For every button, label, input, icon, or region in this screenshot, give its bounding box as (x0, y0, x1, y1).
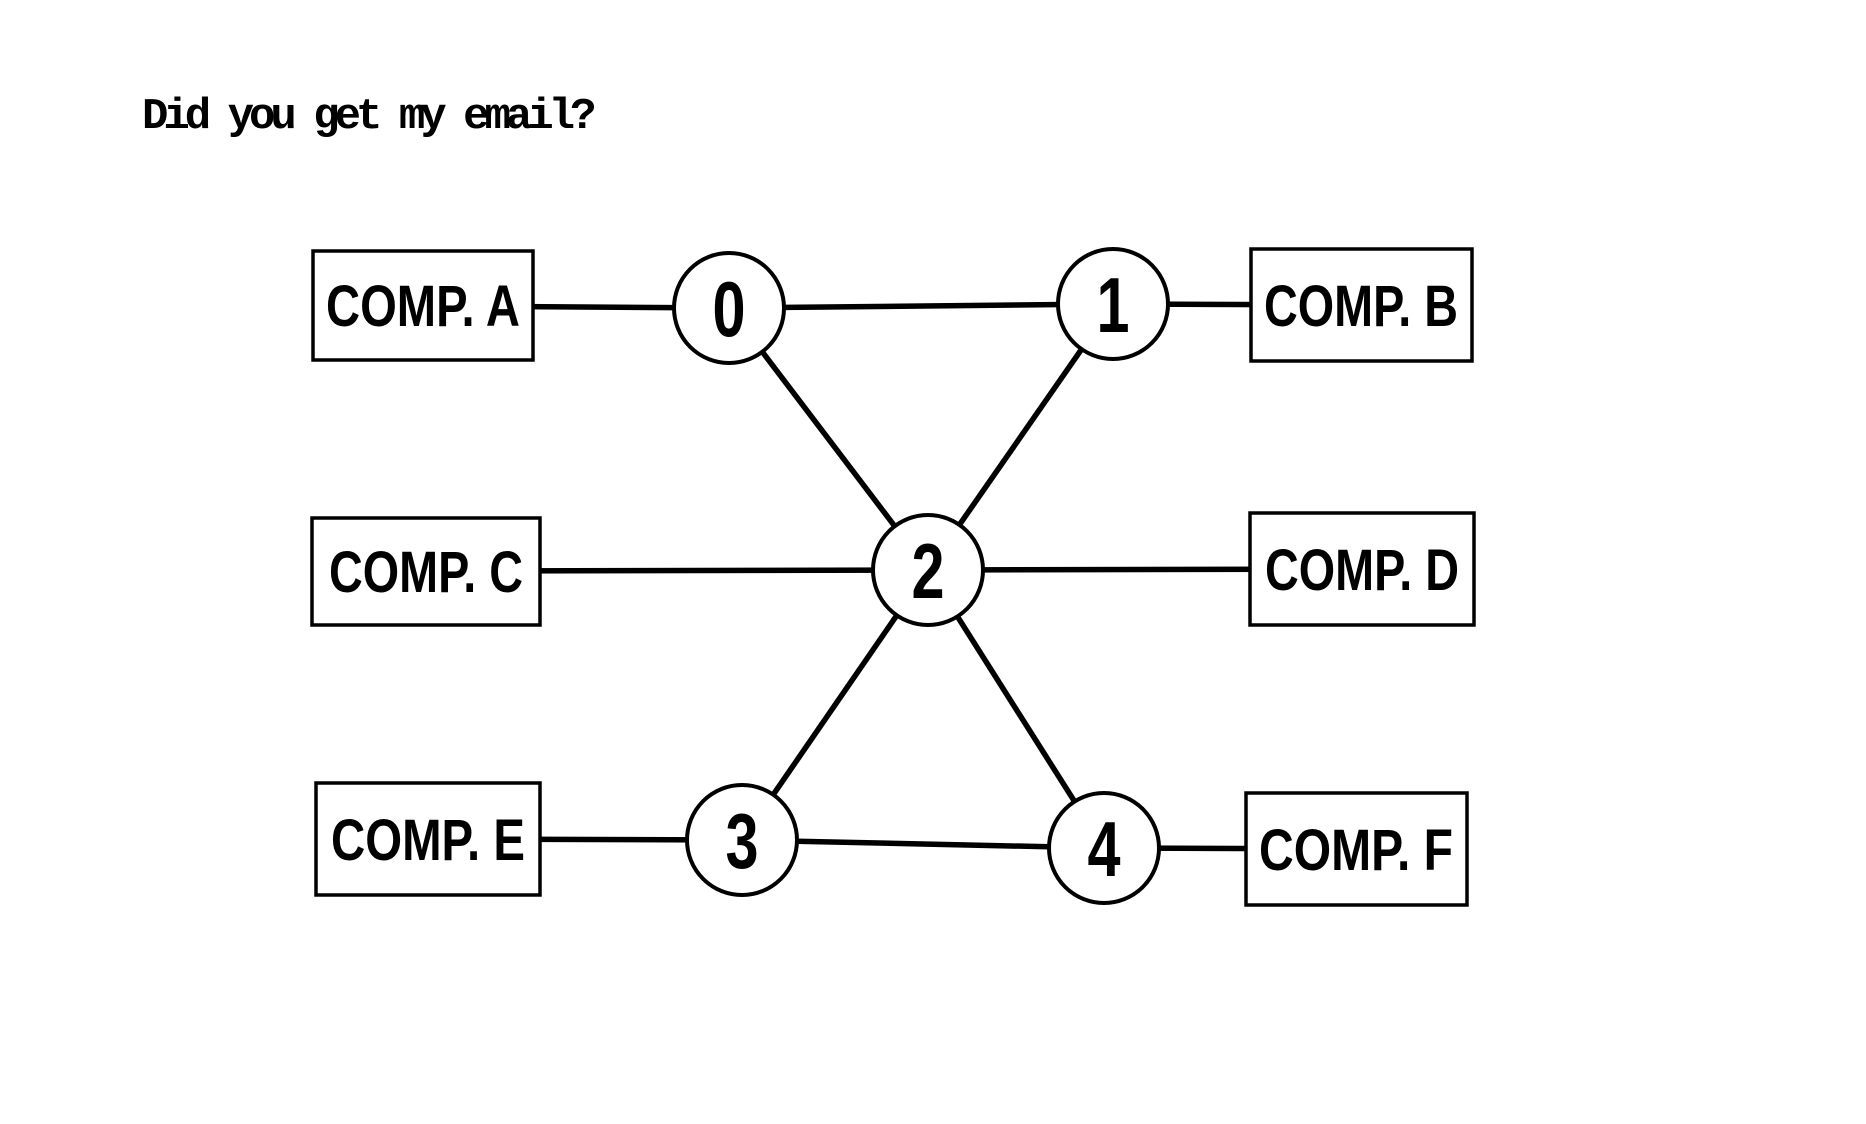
node-2-circle (871, 513, 985, 627)
comp-d-rect (1248, 511, 1476, 627)
comp-a-box: COMP. A (311, 249, 535, 362)
comp-e-rect (314, 781, 542, 897)
node-1-label: 1 (1097, 261, 1130, 349)
edge-node-3-node-4 (741, 837, 1105, 851)
comp-f-rect (1244, 791, 1469, 907)
comp-a-label: COMP. A (326, 274, 520, 339)
node-2: 2 (871, 513, 985, 627)
node-1-circle (1056, 247, 1170, 361)
node-0-label: 0 (713, 265, 746, 353)
node-0: 0 (672, 251, 786, 365)
comp-e-label: COMP. E (331, 808, 525, 873)
comp-f-box: COMP. F (1244, 791, 1469, 907)
comp-d-box: COMP. D (1248, 511, 1476, 627)
comp-b-box: COMP. B (1249, 247, 1474, 363)
edge-node-0-node-1 (728, 301, 1114, 311)
comp-b-rect (1249, 247, 1474, 363)
comp-a-rect (311, 249, 535, 362)
comp-c-box: COMP. C (310, 516, 542, 627)
node-3-circle (685, 783, 799, 897)
node-3-label: 3 (726, 797, 759, 885)
caption-text: Did you get my email? (142, 92, 596, 142)
node-4-circle (1047, 791, 1161, 905)
comp-b-label: COMP. B (1264, 274, 1458, 339)
comp-d-label: COMP. D (1265, 538, 1459, 603)
node-0-circle (672, 251, 786, 365)
comp-c-label: COMP. C (329, 540, 523, 605)
comp-f-label: COMP. F (1259, 818, 1453, 883)
node-4: 4 (1047, 791, 1161, 905)
node-4-label: 4 (1088, 805, 1121, 893)
node-1: 1 (1056, 247, 1170, 361)
node-3: 3 (685, 783, 799, 897)
comp-c-rect (310, 516, 542, 627)
node-2-label: 2 (912, 527, 945, 615)
comp-e-box: COMP. E (314, 781, 542, 897)
